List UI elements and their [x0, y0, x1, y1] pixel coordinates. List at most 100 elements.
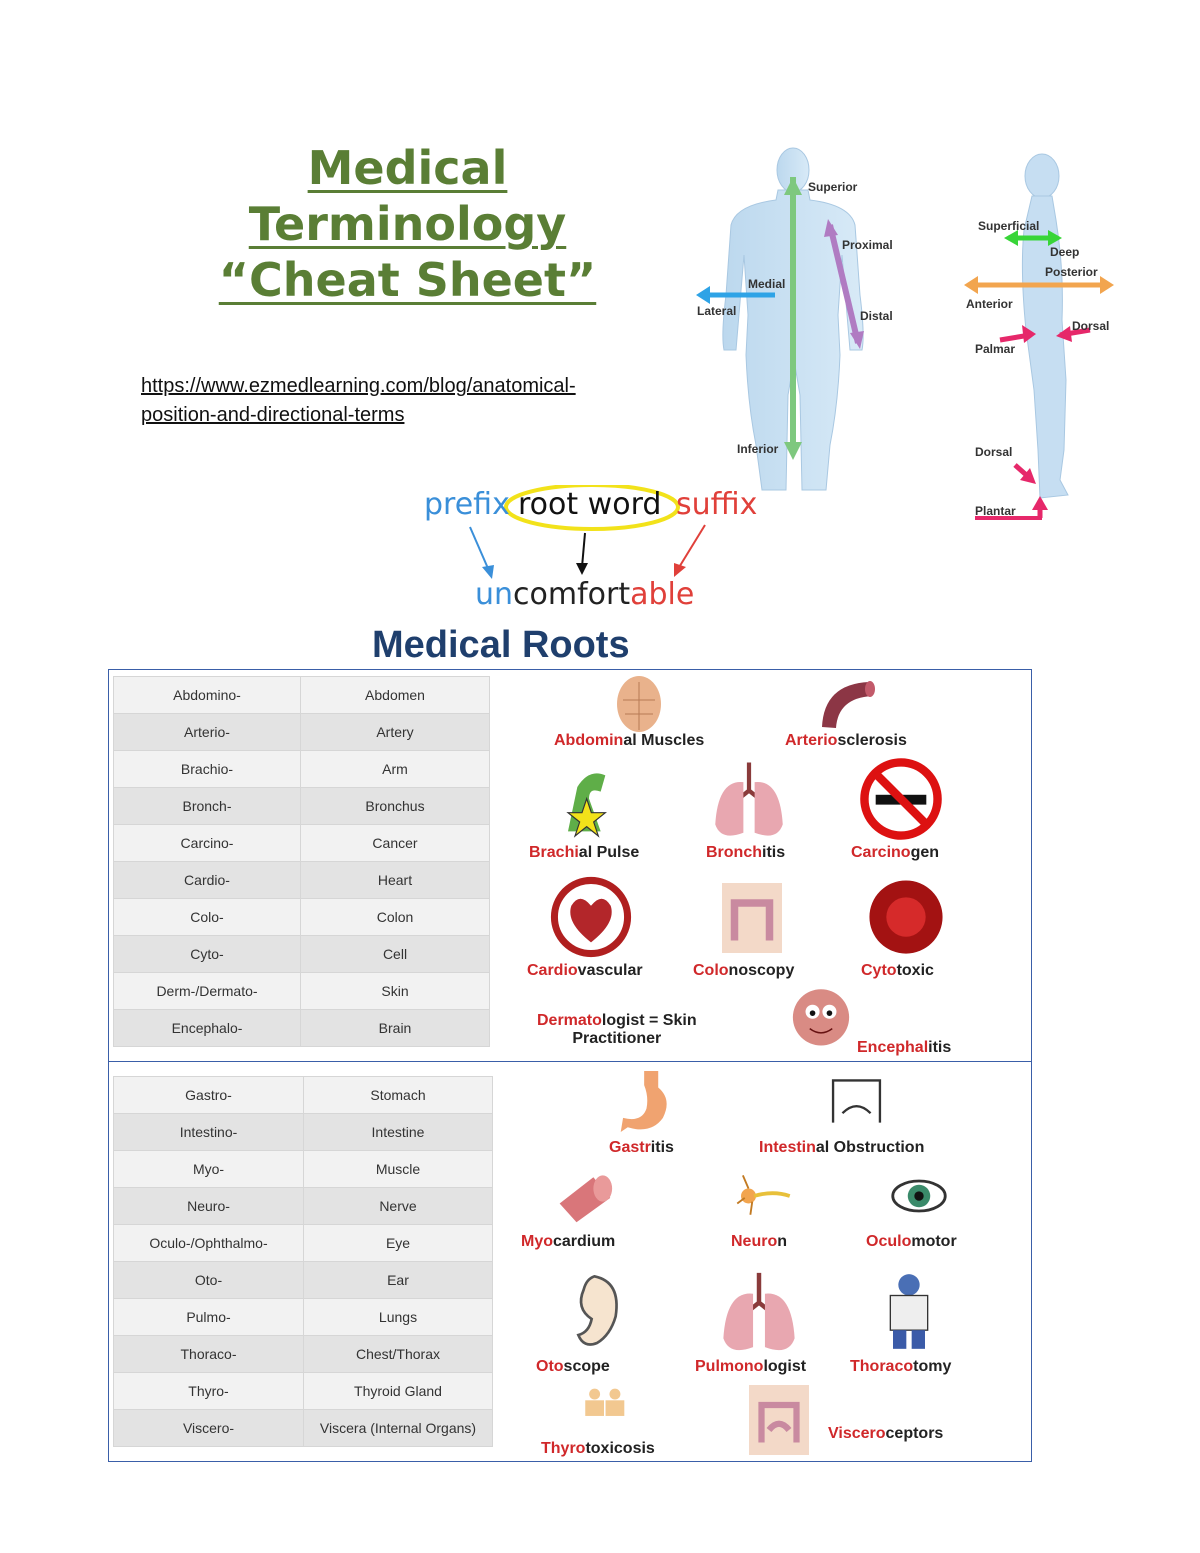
- example-root: comfort: [513, 577, 631, 612]
- root-cell: Cyto-: [113, 935, 301, 973]
- root-cell: Abdomino-: [113, 676, 301, 714]
- table-row: Viscero-Viscera (Internal Organs): [113, 1409, 493, 1447]
- label-dorsal-foot: Dorsal: [975, 445, 1013, 459]
- cell-icon: [869, 880, 943, 954]
- source-link[interactable]: https://www.ezmedlearning.com/blog/anato…: [141, 372, 661, 430]
- thyroid-icon: [585, 1388, 625, 1416]
- table-row: Cyto-Cell: [113, 935, 490, 973]
- example-term: Intestinal Obstruction: [759, 1139, 924, 1157]
- table-row: Thoraco-Chest/Thorax: [113, 1335, 493, 1373]
- example-root-part: Abdomin: [554, 732, 624, 749]
- meaning-cell: Viscera (Internal Organs): [303, 1409, 493, 1447]
- root-cell: Carcino-: [113, 824, 301, 862]
- example-root-part: Myo: [521, 1233, 553, 1250]
- root-cell: Cardio-: [113, 861, 301, 899]
- example-root-part: Thoraco: [850, 1358, 914, 1375]
- example-rest-part: cardium: [553, 1233, 616, 1250]
- example-rest-part: al Pulse: [578, 844, 640, 861]
- meaning-cell: Intestine: [303, 1113, 493, 1151]
- table-row: Pulmo-Lungs: [113, 1298, 493, 1336]
- label-lateral: Lateral: [697, 304, 737, 318]
- example-term: Thoracotomy: [850, 1358, 951, 1376]
- table-row: Arterio-Artery: [113, 713, 490, 751]
- example-term: Cytotoxic: [861, 962, 934, 980]
- example-term: Otoscope: [536, 1358, 610, 1376]
- example-rest-part: toxic: [896, 962, 934, 979]
- example-term: Abdominal Muscles: [554, 732, 704, 750]
- meaning-cell: Heart: [300, 861, 490, 899]
- meaning-cell: Bronchus: [300, 787, 490, 825]
- suffix-label: suffix: [676, 487, 758, 522]
- table-row: Bronch-Bronchus: [113, 787, 490, 825]
- example-rest-part: tomy: [913, 1358, 952, 1375]
- meaning-cell: Artery: [300, 713, 490, 751]
- root-cell: Oculo-/Ophthalmo-: [113, 1224, 304, 1262]
- example-root-part: Oculo: [866, 1233, 912, 1250]
- example-term: Bronchitis: [706, 844, 785, 862]
- root-cell: Myo-: [113, 1150, 304, 1188]
- source-link-line-2[interactable]: position-and-directional-terms: [141, 404, 405, 426]
- label-medial: Medial: [748, 277, 786, 291]
- example-rest-part-2: Practitioner: [572, 1030, 662, 1047]
- source-link-line-1[interactable]: https://www.ezmedlearning.com/blog/anato…: [141, 375, 576, 397]
- meaning-cell: Muscle: [303, 1150, 493, 1188]
- neuron-icon: [736, 1175, 791, 1215]
- example-root-part: Intestin: [759, 1139, 816, 1156]
- table-row: Abdomino-Abdomen: [113, 676, 490, 714]
- example-term: Oculomotor: [866, 1233, 957, 1251]
- meaning-cell: Thyroid Gland: [303, 1372, 493, 1410]
- prefix-label: prefix: [424, 487, 510, 522]
- label-inferior: Inferior: [737, 442, 779, 456]
- muscle-icon: [559, 1175, 613, 1223]
- title-line-2: Terminology: [248, 197, 567, 251]
- root-cell: Thoraco-: [113, 1335, 304, 1373]
- example-term: Pulmonologist: [695, 1358, 806, 1376]
- meaning-cell: Chest/Thorax: [303, 1335, 493, 1373]
- meaning-cell: Nerve: [303, 1187, 493, 1225]
- root-cell: Derm-/Dermato-: [113, 972, 301, 1010]
- example-root-part: Neuro: [731, 1233, 778, 1250]
- colon-icon: [722, 883, 782, 953]
- label-anterior: Anterior: [966, 297, 1013, 311]
- table-row: Carcino-Cancer: [113, 824, 490, 862]
- example-suffix: able: [630, 577, 695, 612]
- label-plantar: Plantar: [975, 504, 1016, 518]
- root-word-label: root word: [518, 487, 662, 522]
- example-rest-part: vascular: [577, 962, 643, 979]
- example-root-part: Cardio: [527, 962, 578, 979]
- title-line-3: “Cheat Sheet”: [218, 253, 597, 307]
- example-rest-part: scope: [563, 1358, 610, 1375]
- table-row: Gastro-Stomach: [113, 1076, 493, 1114]
- meaning-cell: Colon: [300, 898, 490, 936]
- table-row: Derm-/Dermato-Skin: [113, 972, 490, 1010]
- example-term: Visceroceptors: [828, 1425, 943, 1443]
- intestine-icon: [831, 1079, 882, 1123]
- example-term: Cardiovascular: [527, 962, 643, 980]
- example-rest-part: noscopy: [728, 962, 795, 979]
- example-term: Thyrotoxicosis: [541, 1440, 655, 1458]
- lungs-icon: [715, 762, 783, 836]
- example-root-part: Cyto: [861, 962, 897, 979]
- example-root-part: Colo: [693, 962, 729, 979]
- table-row: Encephalo-Brain: [113, 1009, 490, 1047]
- artery-icon: [822, 681, 875, 728]
- label-superficial: Superficial: [978, 219, 1040, 233]
- example-rest-part: itis: [928, 1039, 952, 1056]
- example-term: Gastritis: [609, 1139, 674, 1157]
- ear-icon: [576, 1274, 618, 1346]
- root-cell: Intestino-: [113, 1113, 304, 1151]
- table-row: Oculo-/Ophthalmo-Eye: [113, 1224, 493, 1262]
- example-root-part: Carcino: [851, 844, 911, 861]
- table-row: Thyro-Thyroid Gland: [113, 1372, 493, 1410]
- root-cell: Brachio-: [113, 750, 301, 788]
- example-term: Arteriosclerosis: [785, 732, 907, 750]
- meaning-cell: Brain: [300, 1009, 490, 1047]
- example-root-part: Thyro: [541, 1440, 586, 1457]
- example-term: Encephalitis: [857, 1039, 951, 1057]
- example-root-part: Dermato: [537, 1012, 602, 1029]
- meaning-cell: Ear: [303, 1261, 493, 1299]
- table-row: Intestino-Intestine: [113, 1113, 493, 1151]
